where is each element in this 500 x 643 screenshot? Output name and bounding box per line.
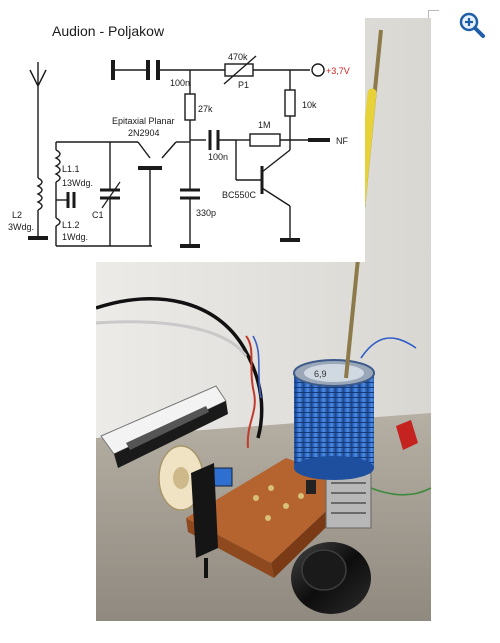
label-c-100n-top: 100n [170, 78, 190, 88]
red-wire [245, 335, 256, 449]
label-transistor1-type: Epitaxial Planar [112, 116, 175, 126]
image-corner-mark [428, 10, 439, 21]
transistor [306, 480, 316, 494]
battery-pack [100, 385, 228, 468]
black-cable [96, 297, 264, 439]
label-r-470k: 470k [228, 52, 248, 62]
label-c1: C1 [92, 210, 104, 220]
tuning-knob [291, 542, 371, 614]
variable-capacitor [325, 472, 372, 529]
label-l11-turns: 13Wdg. [62, 178, 93, 188]
label-r-1m: 1M [258, 120, 271, 130]
mounting-bracket [191, 463, 218, 558]
label-l11: L1.1 [62, 164, 80, 174]
label-r-27k: 27k [198, 104, 213, 114]
label-transistor1-name: 2N2904 [128, 128, 160, 138]
label-l2-turns: 3Wdg. [8, 222, 34, 232]
schematic-title: Audion - Poljakow [52, 23, 165, 39]
label-c-330p: 330p [196, 208, 216, 218]
radio-photo: 6,9 [96, 18, 431, 621]
label-l2: L2 [12, 210, 22, 220]
tuning-capacitor-disc [158, 445, 204, 511]
label-supply: +3,7V [326, 66, 350, 76]
label-l12-turns: 1Wdg. [62, 232, 88, 242]
coil-label: 6,9 [314, 369, 327, 379]
label-nf: NF [336, 136, 348, 146]
grey-cable [96, 320, 248, 357]
label-c-100n-mid: 100n [208, 152, 228, 162]
red-clip [396, 420, 418, 450]
blue-coil: 6,9 [293, 359, 375, 480]
zoom-in-icon [459, 12, 485, 38]
label-p1: P1 [238, 80, 249, 90]
zoom-in-button[interactable] [457, 10, 487, 40]
label-l12: L1.2 [62, 220, 80, 230]
blue-wire [252, 335, 262, 399]
label-bc550c: BC550C [222, 190, 257, 200]
label-r-10k: 10k [302, 100, 317, 110]
circuit-schematic: Audion - Poljakow [0, 0, 365, 262]
blue-potentiometer [213, 467, 233, 487]
